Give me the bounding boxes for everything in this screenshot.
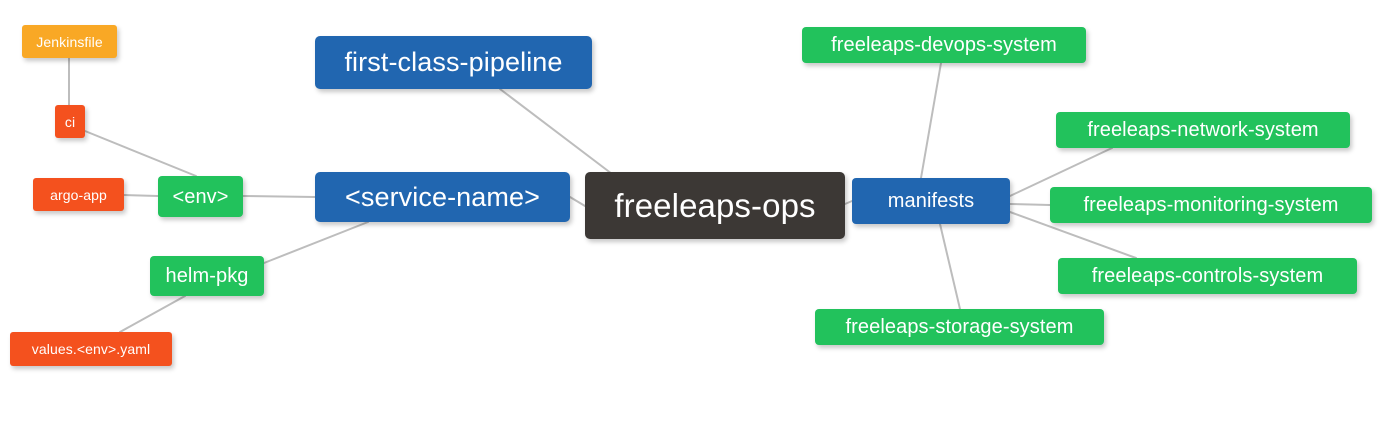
node-label-manifests: manifests <box>887 190 975 212</box>
edge-service-to-env <box>242 195 316 198</box>
edge-env-to-ci <box>84 130 197 177</box>
edge-root-to-pipeline <box>499 88 621 181</box>
mindmap-node-env[interactable]: <env> <box>158 176 243 217</box>
mindmap-node-manifests[interactable]: manifests <box>852 178 1010 224</box>
node-label-service: <service-name> <box>345 181 540 212</box>
mindmap-node-controls[interactable]: freeleaps-controls-system <box>1058 258 1357 294</box>
node-label-helm: helm-pkg <box>165 265 249 287</box>
node-label-env: <env> <box>172 185 229 208</box>
mindmap-node-storage[interactable]: freeleaps-storage-system <box>815 309 1104 345</box>
edge-service-to-helm <box>263 221 369 264</box>
mindmap-node-service[interactable]: <service-name> <box>315 172 570 222</box>
edge-manifests-to-devops <box>920 62 942 179</box>
edge-env-to-argo <box>123 194 159 197</box>
mindmap-node-values[interactable]: values.<env>.yaml <box>10 332 172 366</box>
node-label-pipeline: first-class-pipeline <box>344 47 563 77</box>
edge-manifests-to-storage <box>939 223 961 310</box>
mindmap-node-ci[interactable]: ci <box>55 105 85 138</box>
node-label-network: freeleaps-network-system <box>1087 119 1319 141</box>
edge-root-to-service <box>569 196 586 207</box>
edge-root-to-manifests <box>844 200 853 205</box>
node-label-jenkins: Jenkinsfile <box>36 33 103 50</box>
node-label-controls: freeleaps-controls-system <box>1091 265 1324 287</box>
mindmap-node-root[interactable]: freeleaps-ops <box>585 172 845 239</box>
edge-helm-to-values <box>119 295 186 333</box>
mindmap-node-argo[interactable]: argo-app <box>33 178 124 211</box>
mindmap-node-helm[interactable]: helm-pkg <box>150 256 264 296</box>
mindmap-node-pipeline[interactable]: first-class-pipeline <box>315 36 592 89</box>
node-label-devops: freeleaps-devops-system <box>831 34 1057 56</box>
mindmap-node-monitoring[interactable]: freeleaps-monitoring-system <box>1050 187 1372 223</box>
node-label-values: values.<env>.yaml <box>31 341 151 357</box>
node-label-monitoring: freeleaps-monitoring-system <box>1083 194 1339 216</box>
mindmap-node-devops[interactable]: freeleaps-devops-system <box>802 27 1086 63</box>
node-label-storage: freeleaps-storage-system <box>845 316 1074 338</box>
mindmap-node-jenkins[interactable]: Jenkinsfile <box>22 25 117 58</box>
edge-manifests-to-monitoring <box>1009 203 1051 206</box>
mindmap-node-network[interactable]: freeleaps-network-system <box>1056 112 1350 148</box>
node-label-argo: argo-app <box>50 186 107 203</box>
node-label-root: freeleaps-ops <box>614 187 816 224</box>
node-label-ci: ci <box>64 113 76 130</box>
